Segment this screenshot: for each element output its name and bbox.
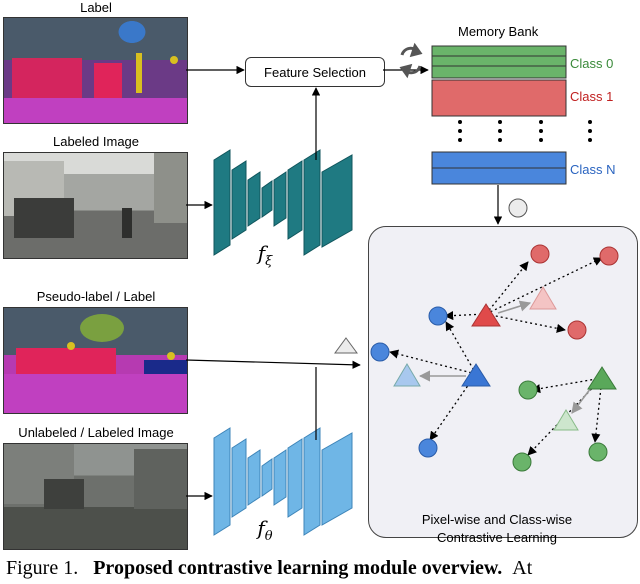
encoder-bottom-f: f — [257, 516, 265, 540]
unlabeled-image-title: Unlabeled / Labeled Image — [18, 425, 174, 440]
caption-suffix: At — [512, 557, 533, 579]
encoder-top-sub: ξ — [265, 254, 273, 269]
memory-bank-title: Memory Bank — [458, 24, 539, 39]
memory-ellipsis — [458, 120, 592, 142]
pseudo-label-title: Pseudo-label / Label — [36, 289, 156, 304]
labeled-street-image — [3, 152, 188, 259]
label-title: Label — [80, 0, 112, 15]
figure-caption: Figure 1. Proposed contrastive learning … — [6, 557, 532, 580]
flow-arrows — [185, 65, 503, 501]
feature-selection-label: Feature Selection — [264, 64, 366, 80]
label-people-marks — [4, 53, 187, 123]
refresh-icon — [399, 42, 423, 79]
unlabeled-street-marks — [4, 444, 187, 509]
caption-prefix: Figure 1. — [6, 557, 79, 579]
class1-label: Class 1 — [570, 89, 614, 104]
pseudo-label-image — [3, 307, 188, 414]
class0-label: Class 0 — [570, 56, 614, 71]
classN-points — [370, 306, 491, 458]
labeled-street-marks — [4, 153, 187, 238]
encoder-top-label: fξ — [258, 241, 273, 269]
feature-selection-box: Feature Selection — [245, 57, 385, 87]
memory-class0-block — [431, 45, 567, 79]
memory-class1-block — [431, 79, 567, 117]
pane-title-line1: Pixel-wise and Class-wise — [421, 512, 573, 527]
labeled-image-title: Labeled Image — [52, 134, 140, 149]
classN-label: Class N — [570, 162, 616, 177]
label-segmentation-image — [3, 17, 188, 124]
class0-points — [512, 366, 617, 472]
encoder-top — [213, 149, 353, 256]
encoder-top-f: f — [257, 241, 266, 265]
memory-bank — [431, 45, 567, 185]
memory-output-node — [508, 198, 528, 218]
pseudo-label-marks — [4, 314, 187, 413]
class1-points — [471, 244, 619, 340]
encoder-bottom-sub: θ — [264, 529, 273, 544]
encoder-bottom — [213, 427, 353, 536]
unlabeled-street-image — [3, 443, 188, 550]
encoder-bottom-label: fθ — [257, 516, 272, 544]
pane-title-line2: Contrastive Learning — [437, 530, 557, 545]
query-triangle-outside — [334, 337, 358, 354]
caption-bold: Proposed contrastive learning module ove… — [93, 557, 503, 579]
